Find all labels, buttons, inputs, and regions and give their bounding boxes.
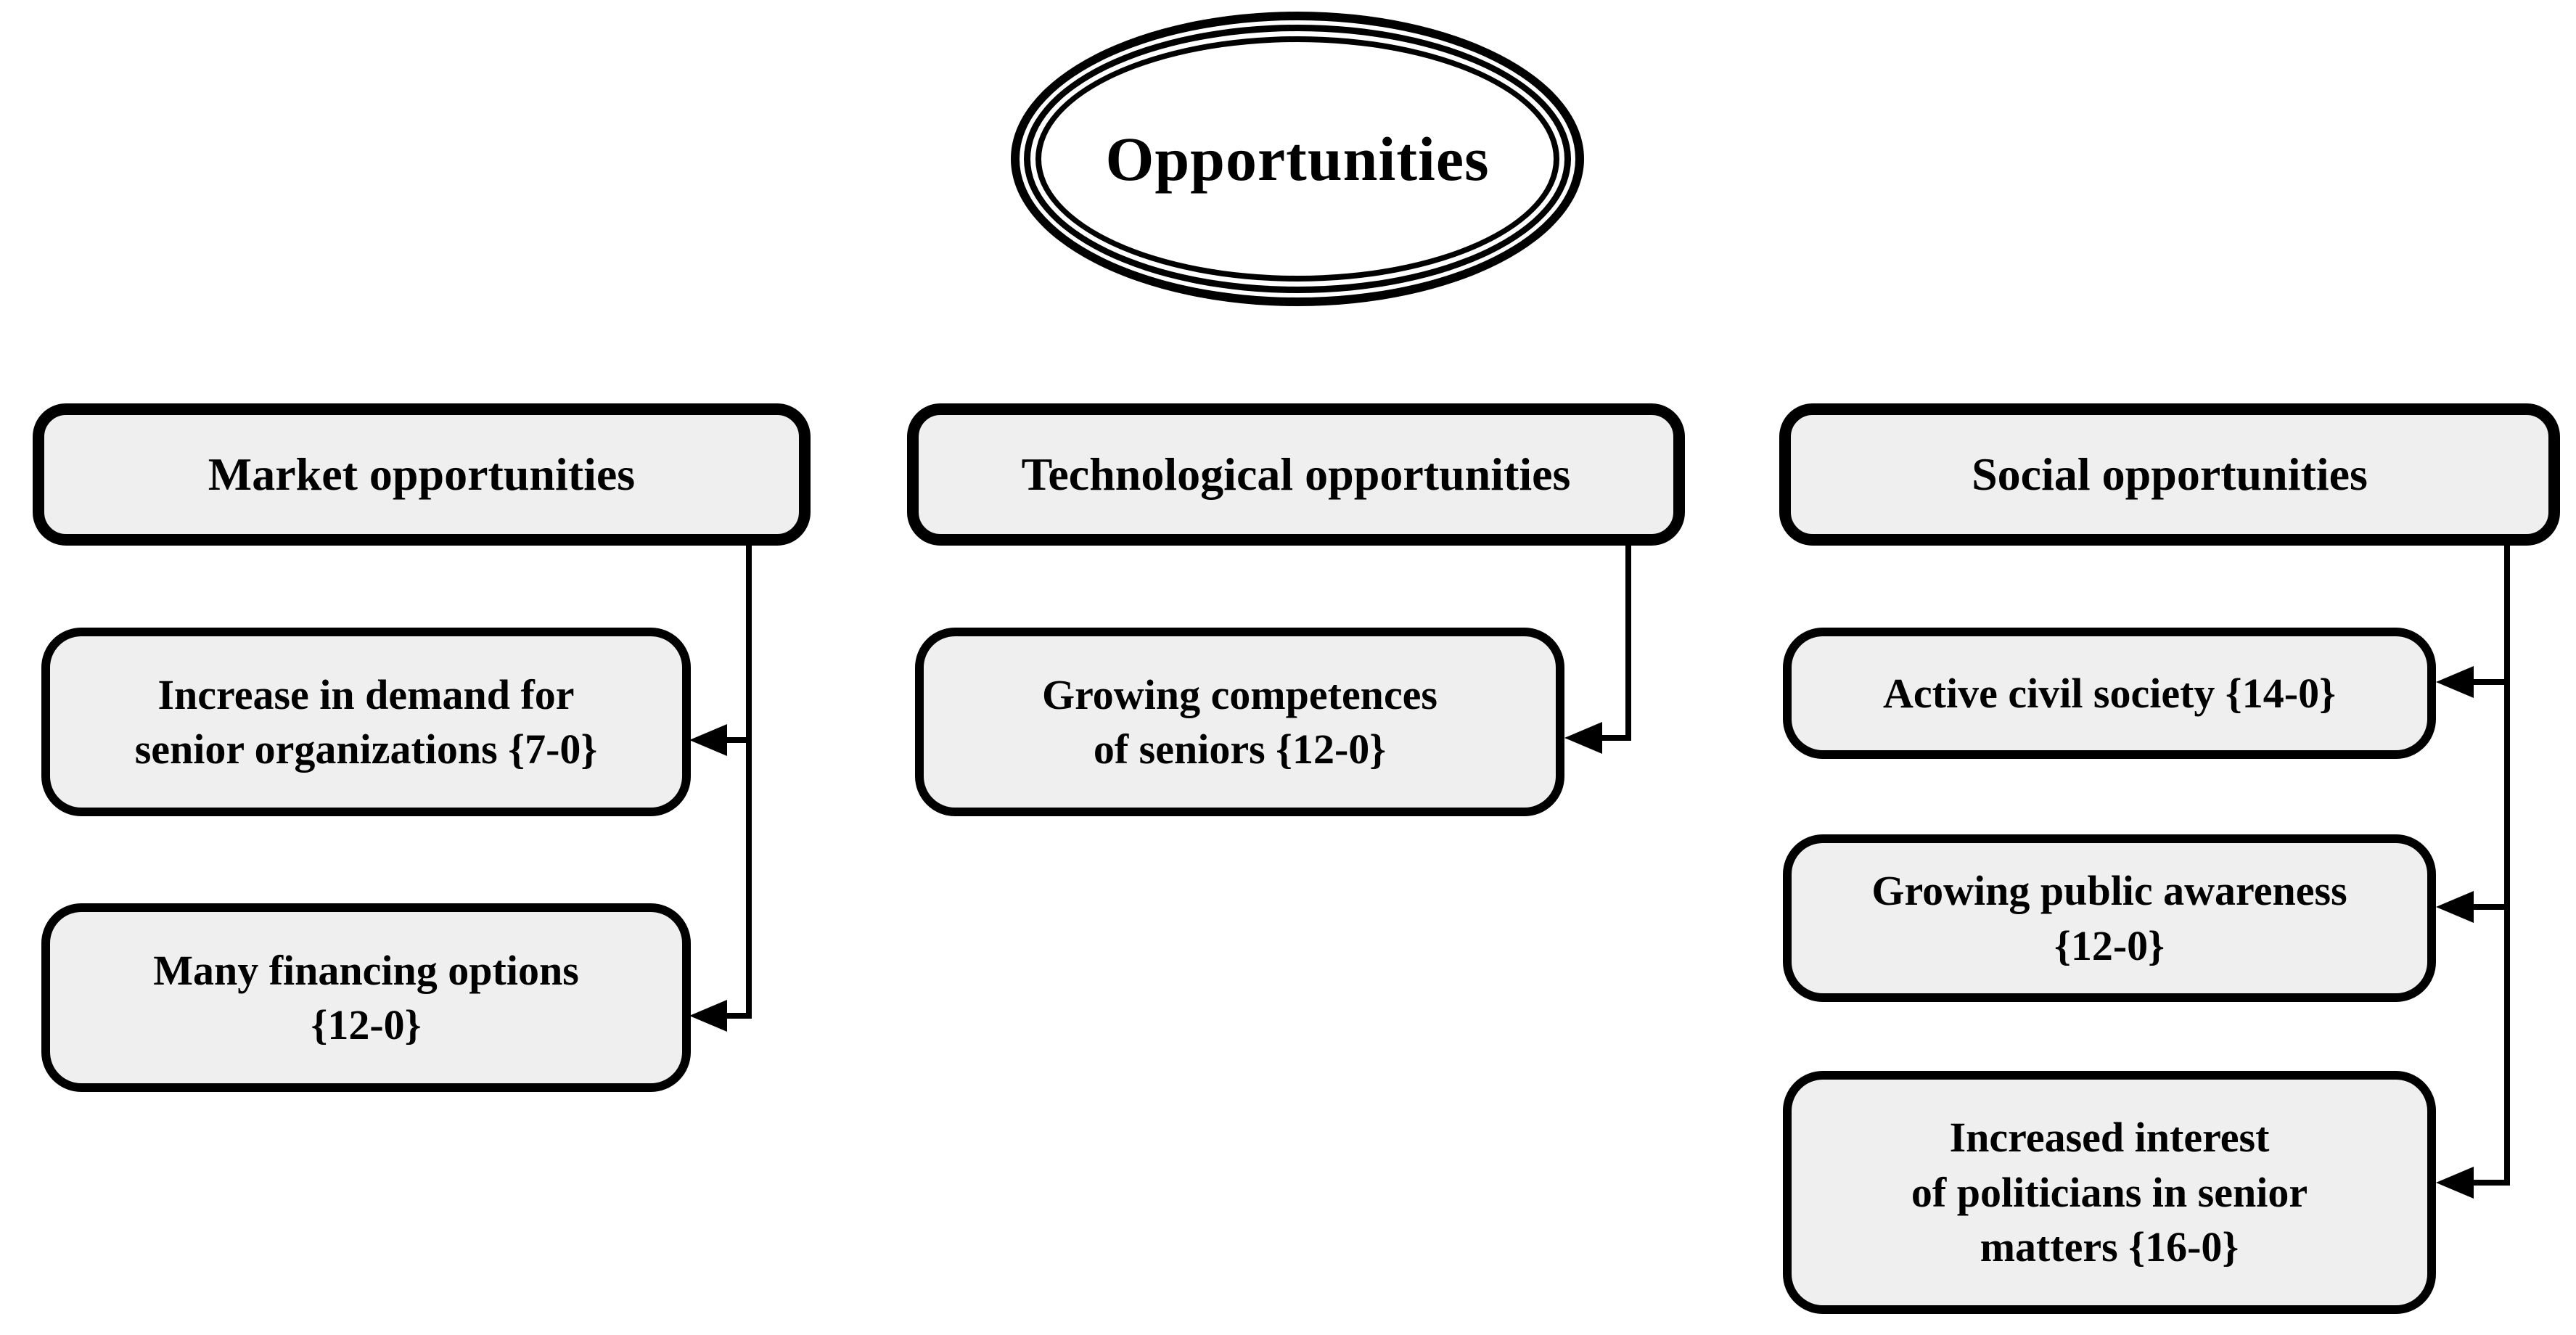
item-label: Increased interest of politicians in sen…	[1911, 1114, 2308, 1271]
item-label: Growing public awareness {12-0}	[1871, 867, 2347, 969]
item-box-growing-public-awareness: Growing public awareness {12-0}	[1783, 834, 2436, 1002]
ellipse-inner-ring: Opportunities	[1035, 36, 1559, 282]
category-label: Market opportunities	[208, 448, 636, 500]
item-label: Growing competences of seniors {12-0}	[1042, 670, 1437, 773]
item-label: Active civil society {14-0}	[1883, 669, 2336, 717]
connector-hline-increased-interest	[2471, 1180, 2510, 1186]
item-box-active-civil-society: Active civil society {14-0}	[1783, 628, 2436, 759]
connector-hline-growing-competences	[1599, 735, 1631, 741]
connector-hline-many-financing	[724, 1013, 752, 1019]
arrowhead-left-icon	[2436, 666, 2474, 698]
ellipse-middle-ring: Opportunities	[1024, 25, 1571, 293]
item-label: Many financing options {12-0}	[153, 946, 579, 1048]
category-box-social-opportunities: Social opportunities	[1779, 403, 2560, 546]
root-node-ellipse: Opportunities	[1011, 12, 1584, 306]
arrowhead-left-icon	[689, 1000, 727, 1032]
connector-vline-market	[746, 544, 752, 1019]
item-box-many-financing-options: Many financing options {12-0}	[41, 903, 691, 1092]
connector-hline-growing-public-awareness	[2471, 904, 2504, 910]
connector-vline-technological	[1625, 544, 1631, 741]
item-label: Increase in demand for senior organizati…	[134, 670, 598, 773]
arrowhead-left-icon	[689, 724, 727, 756]
connector-hline-active-civil-society	[2471, 679, 2504, 685]
category-label: Social opportunities	[1972, 448, 2368, 500]
category-label: Technological opportunities	[1021, 448, 1571, 500]
arrowhead-left-icon	[2436, 1167, 2474, 1199]
connector-vline-social	[2504, 544, 2510, 1186]
item-box-increased-interest-politicians: Increased interest of politicians in sen…	[1783, 1071, 2436, 1314]
category-box-market-opportunities: Market opportunities	[33, 403, 811, 546]
arrowhead-left-icon	[2436, 891, 2474, 923]
category-box-technological-opportunities: Technological opportunities	[907, 403, 1685, 546]
item-box-increase-in-demand: Increase in demand for senior organizati…	[41, 628, 691, 816]
root-node-label: Opportunities	[1105, 124, 1490, 194]
connector-hline-increase-in-demand	[724, 737, 749, 743]
arrowhead-left-icon	[1564, 722, 1602, 754]
item-box-growing-competences: Growing competences of seniors {12-0}	[915, 628, 1564, 816]
